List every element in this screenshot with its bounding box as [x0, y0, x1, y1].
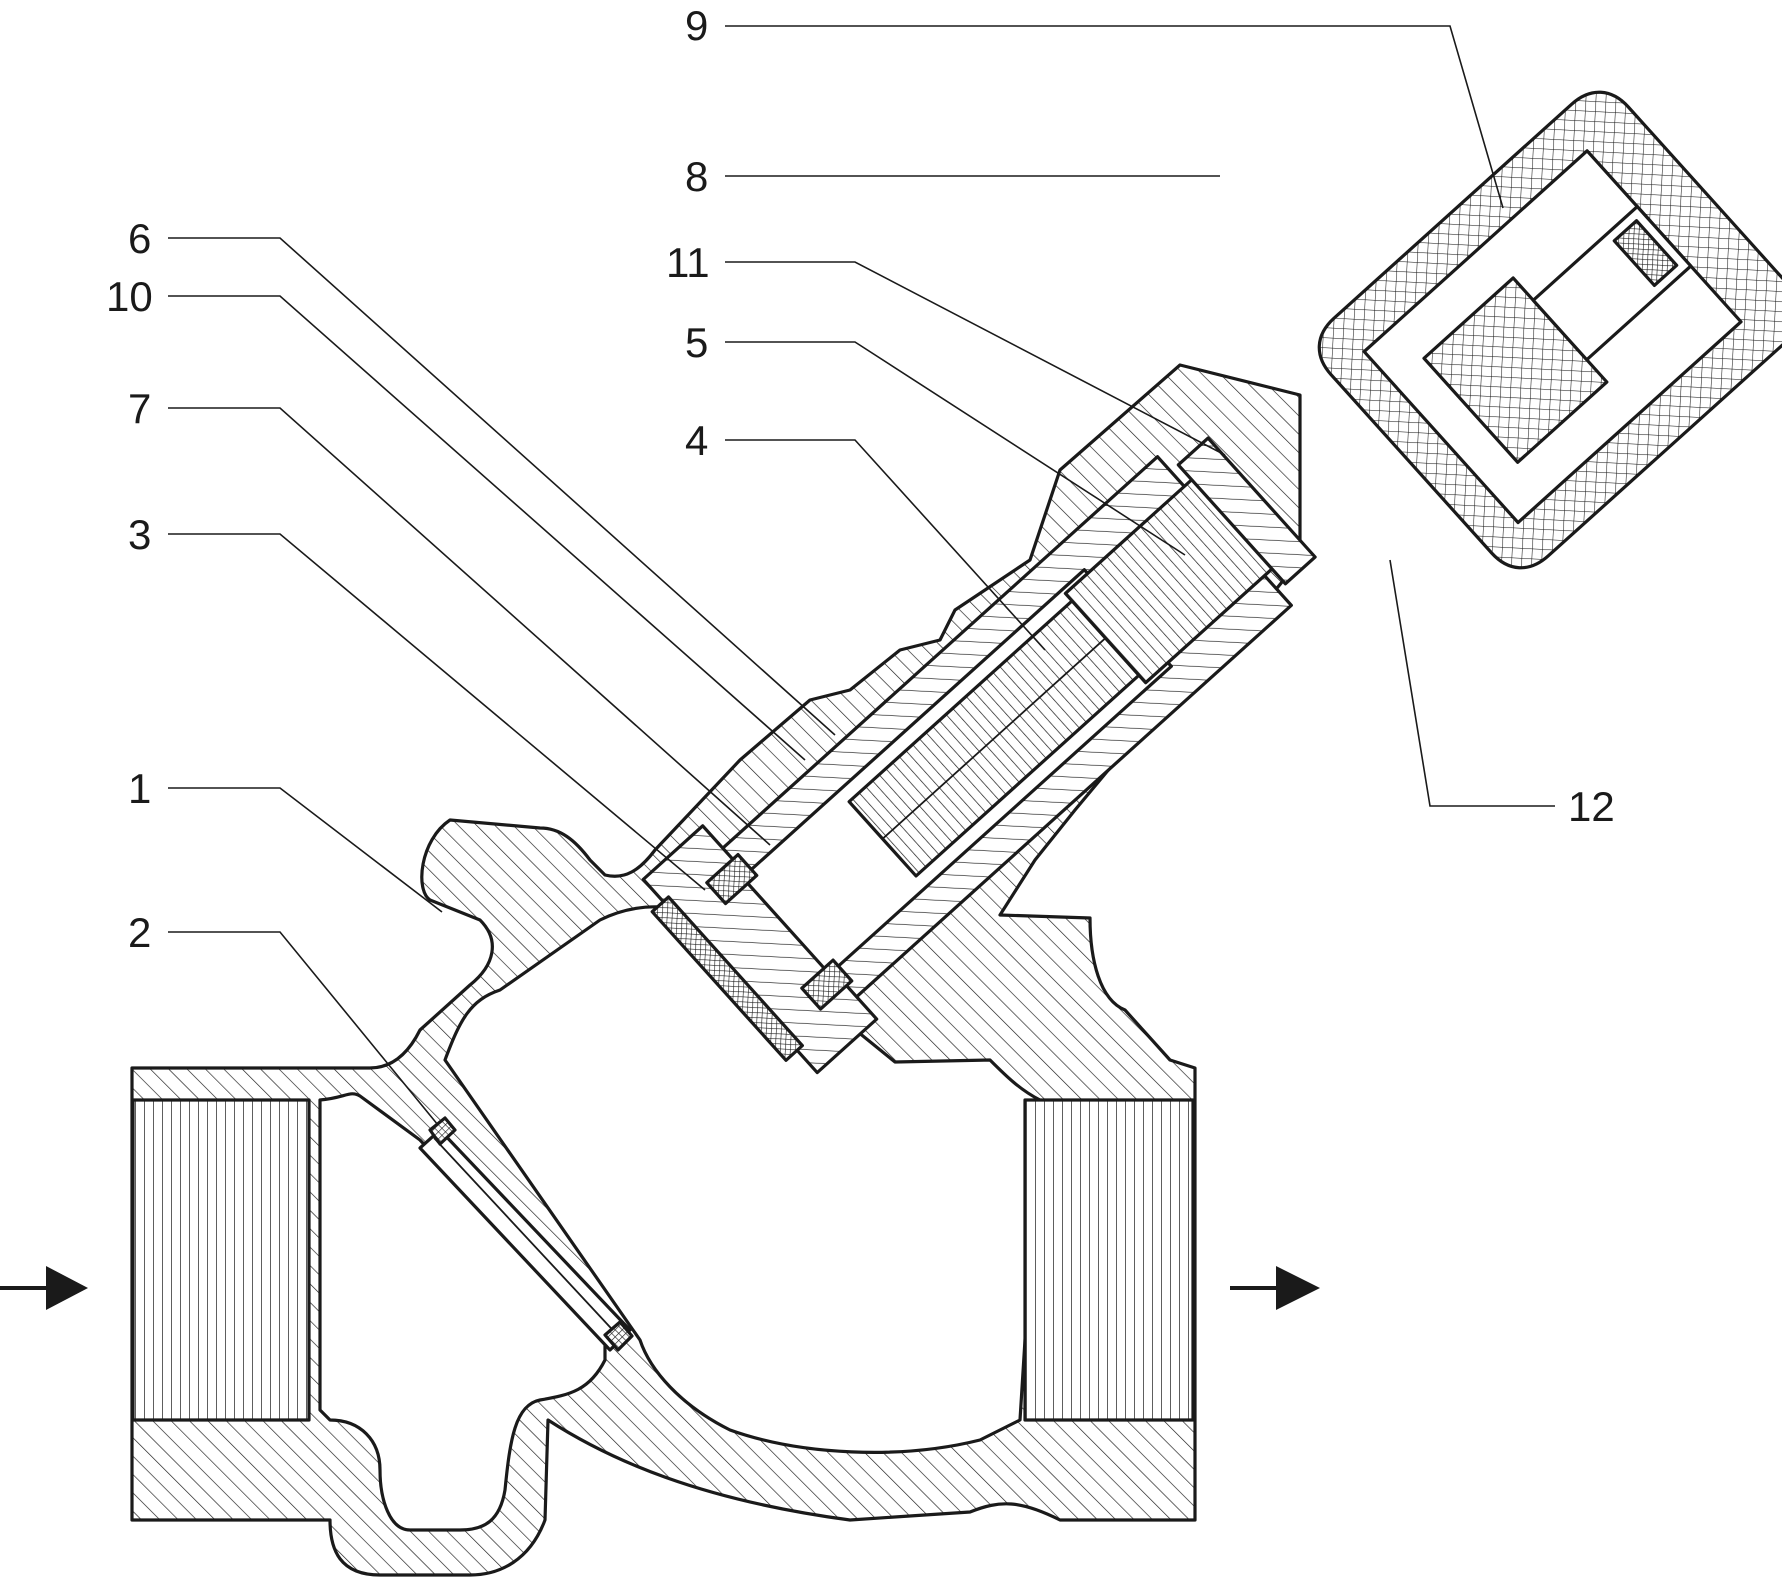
callout-4: 4: [685, 417, 708, 464]
leader-5: [725, 341, 1186, 556]
callout-6: 6: [128, 215, 151, 262]
callout-5: 5: [685, 319, 708, 366]
callout-8: 8: [685, 153, 708, 200]
o-ring-upper: [705, 853, 759, 906]
leader-7: [168, 407, 771, 846]
callout-9: 9: [685, 2, 708, 49]
callout-7: 7: [128, 385, 151, 432]
leader-9: [725, 25, 1504, 209]
leader-lines: [168, 25, 1555, 1126]
outlet-thread: [1023, 1098, 1195, 1422]
outlet-flow-arrow: [1230, 1266, 1320, 1310]
inlet-flow-arrow: [0, 1266, 88, 1310]
callout-12: 12: [1568, 783, 1615, 830]
o-ring-lower: [800, 958, 854, 1011]
seat-plug: [418, 1116, 634, 1352]
arrow-right-icon: [1276, 1266, 1320, 1310]
callout-3: 3: [128, 511, 151, 558]
disc-seal: [650, 895, 804, 1062]
leader-10: [168, 295, 806, 761]
leader-1: [168, 787, 443, 913]
stem-collar: [1176, 436, 1317, 586]
callout-11: 11: [666, 239, 710, 286]
handwheel: [1317, 90, 1782, 570]
bonnet-assembly: [641, 436, 1317, 1075]
callout-labels: 9 8 6 11 10 5 7 4 3 12 1 2: [106, 2, 1615, 956]
callout-2: 2: [128, 909, 151, 956]
leader-2: [168, 931, 439, 1126]
leader-4: [725, 439, 1046, 651]
leader-3: [168, 533, 706, 891]
arrow-right-icon: [46, 1266, 88, 1310]
leader-12: [1389, 559, 1555, 807]
leader-6: [168, 237, 836, 736]
leader-11: [725, 261, 1226, 456]
callout-1: 1: [128, 765, 151, 812]
callout-10: 10: [106, 273, 153, 320]
set-screw: [1612, 219, 1679, 287]
